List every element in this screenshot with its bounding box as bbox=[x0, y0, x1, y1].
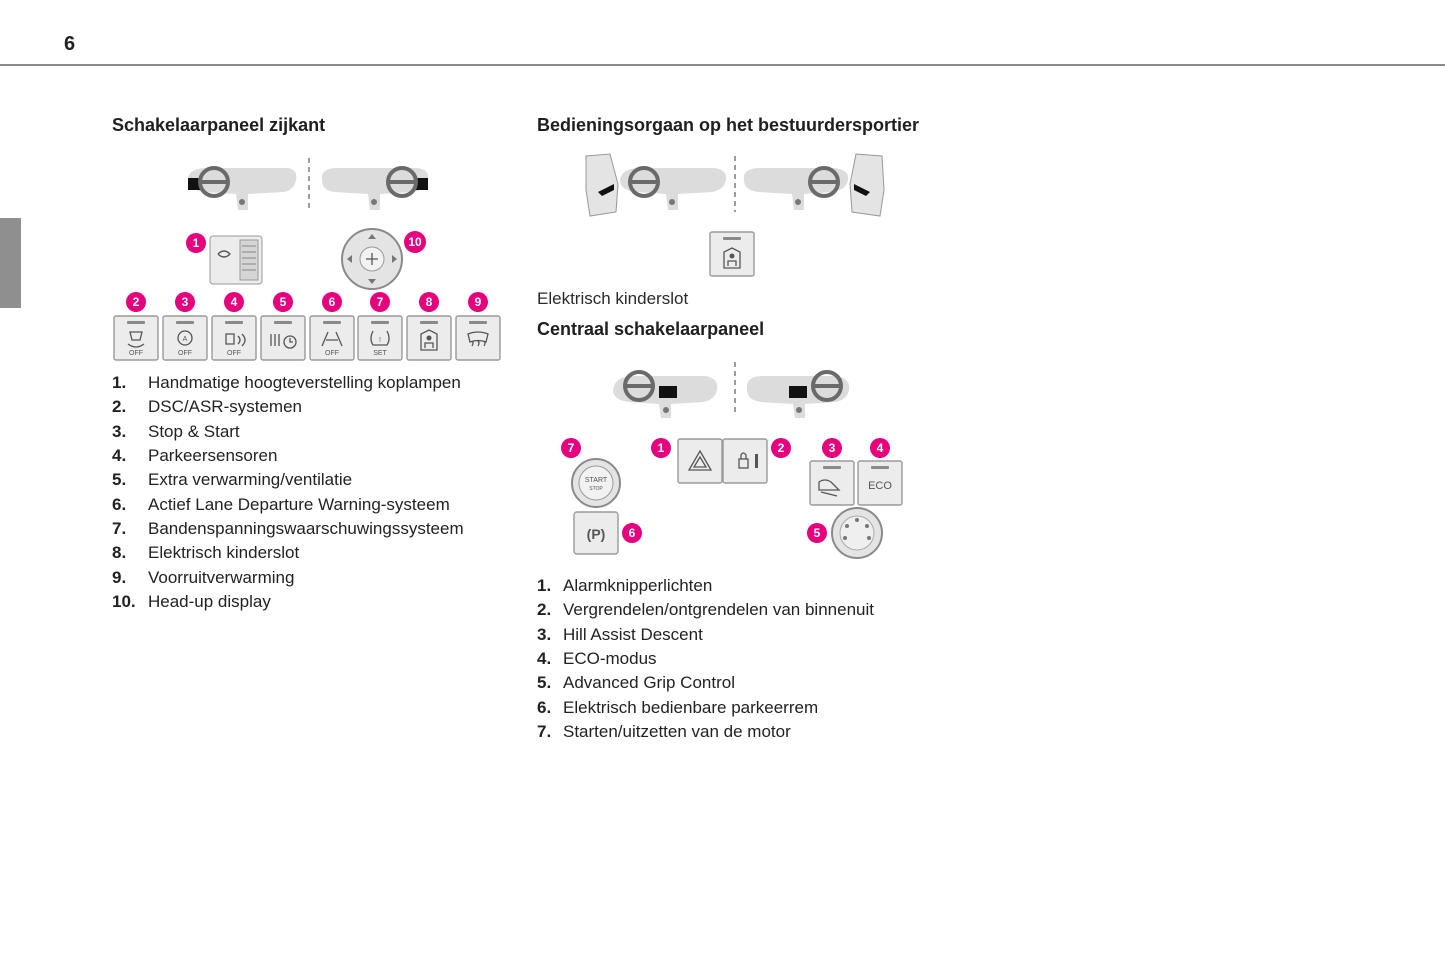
callout-4: 4 bbox=[224, 292, 244, 312]
dashboard-rhd-illustration bbox=[321, 166, 429, 210]
svg-text:!: ! bbox=[379, 337, 381, 344]
callout-2: 2 bbox=[771, 438, 791, 458]
list-item: 1.Alarmknipperlichten bbox=[537, 576, 713, 596]
list-item: 1.Handmatige hoogteverstelling koplampen bbox=[112, 373, 461, 393]
callout-7: 7 bbox=[370, 292, 390, 312]
central-panel-heading: Centraal schakelaarpaneel bbox=[537, 319, 765, 339]
list-item: 5.Advanced Grip Control bbox=[537, 673, 735, 693]
svg-text:6: 6 bbox=[629, 526, 636, 540]
door-child-lock-button bbox=[709, 231, 755, 277]
callout-3: 3 bbox=[175, 292, 195, 312]
callout-6: 6 bbox=[322, 292, 342, 312]
list-item: 10.Head-up display bbox=[112, 591, 271, 611]
svg-text:SET: SET bbox=[373, 350, 387, 357]
central-panel-legend: 1.Alarmknipperlichten 2.Vergrendelen/ont… bbox=[537, 574, 957, 744]
svg-text:1: 1 bbox=[658, 441, 665, 455]
headlamp-adjuster-illustration bbox=[209, 235, 263, 285]
side-panel-legend: 1.Handmatige hoogteverstelling koplampen… bbox=[112, 371, 512, 614]
svg-text:7: 7 bbox=[568, 441, 575, 455]
central-dashboard-lhd-illustration bbox=[613, 370, 718, 418]
svg-text:3: 3 bbox=[829, 441, 836, 455]
central-dashboard-rhd-illustration bbox=[746, 370, 850, 418]
list-item: 6.Elektrisch bedienbare parkeerrem bbox=[537, 697, 819, 717]
switch-dsc-button: OFF bbox=[113, 315, 159, 361]
svg-text:OFF: OFF bbox=[129, 350, 143, 357]
start-stop-button-illustration: START STOP bbox=[571, 458, 621, 508]
list-item: 4.Parkeersensoren bbox=[112, 446, 278, 466]
header-rule bbox=[0, 64, 1445, 66]
central-panel-figure: 7 START STOP (P) 6 1 2 3 4 ECO 5 bbox=[561, 362, 903, 559]
svg-text:6: 6 bbox=[329, 295, 336, 309]
callout-9: 9 bbox=[468, 292, 488, 312]
svg-text:7: 7 bbox=[377, 295, 384, 309]
parking-brake-illustration: (P) bbox=[573, 511, 619, 555]
list-item: 9.Voorruitverwarming bbox=[112, 567, 295, 587]
list-item: 3.Hill Assist Descent bbox=[537, 624, 703, 644]
svg-text:OFF: OFF bbox=[325, 350, 339, 357]
list-item: 7.Bandenspanningswaarschuwingssysteem bbox=[112, 518, 464, 538]
hill-descent-button-illustration bbox=[809, 460, 855, 506]
svg-text:8: 8 bbox=[426, 295, 433, 309]
svg-text:5: 5 bbox=[280, 295, 287, 309]
switch-child-lock-button bbox=[406, 315, 452, 361]
callout-4: 4 bbox=[870, 438, 890, 458]
list-item: 8.Elektrisch kinderslot bbox=[112, 543, 300, 563]
eco-button-illustration: ECO bbox=[857, 460, 903, 506]
svg-text:4: 4 bbox=[231, 295, 238, 309]
page-number: 6 bbox=[64, 33, 76, 55]
list-item: 7.Starten/uitzetten van de motor bbox=[537, 721, 791, 741]
hazard-lights-button-illustration bbox=[677, 438, 723, 484]
callout-7: 7 bbox=[561, 438, 581, 458]
list-item: 4.ECO-modus bbox=[537, 649, 657, 669]
central-locking-button-illustration bbox=[722, 438, 768, 484]
door-control-figure bbox=[585, 153, 885, 277]
callout-1: 1 bbox=[651, 438, 671, 458]
svg-text:START: START bbox=[585, 477, 608, 484]
side-panel-figure: 1 10 2 3 4 5 6 7 8 9 OFF A OFF OFF OFF bbox=[113, 158, 501, 361]
switch-heating-button bbox=[260, 315, 306, 361]
dashboard-lhd-illustration bbox=[188, 166, 297, 210]
callout-8: 8 bbox=[419, 292, 439, 312]
grip-control-dial-illustration bbox=[831, 507, 883, 559]
callout-3: 3 bbox=[822, 438, 842, 458]
callout-6: 6 bbox=[622, 523, 642, 543]
svg-text:5: 5 bbox=[814, 526, 821, 540]
svg-text:2: 2 bbox=[778, 441, 785, 455]
callout-2: 2 bbox=[126, 292, 146, 312]
svg-text:OFF: OFF bbox=[227, 350, 241, 357]
svg-text:A: A bbox=[183, 336, 188, 343]
svg-text:1: 1 bbox=[193, 236, 200, 250]
list-item: 3.Stop & Start bbox=[112, 421, 240, 441]
svg-text:4: 4 bbox=[877, 441, 884, 455]
door-control-heading: Bedieningsorgaan op het bestuurdersporti… bbox=[537, 115, 920, 135]
chapter-tab bbox=[0, 218, 21, 308]
list-item: 5.Extra verwarming/ventilatie bbox=[112, 470, 353, 490]
svg-text:ECO: ECO bbox=[868, 480, 892, 492]
svg-text:OFF: OFF bbox=[178, 350, 192, 357]
door-lhd-illustration bbox=[585, 153, 727, 217]
door-control-caption: Elektrisch kinderslot bbox=[537, 289, 689, 308]
list-item: 6.Actief Lane Departure Warning-systeem bbox=[112, 494, 450, 514]
callout-10: 10 bbox=[404, 231, 426, 253]
switch-parking-sensors-button: OFF bbox=[211, 315, 257, 361]
switch-lane-departure-button: OFF bbox=[309, 315, 355, 361]
switch-stop-start-button: A OFF bbox=[162, 315, 208, 361]
callout-5: 5 bbox=[807, 523, 827, 543]
side-panel-heading: Schakelaarpaneel zijkant bbox=[112, 115, 326, 135]
svg-text:3: 3 bbox=[182, 295, 189, 309]
svg-text:2: 2 bbox=[133, 295, 140, 309]
hud-controller-illustration bbox=[341, 228, 403, 290]
switch-tyre-pressure-button: ! SET bbox=[357, 315, 403, 361]
svg-text:(P): (P) bbox=[587, 526, 606, 542]
switch-windscreen-heating-button bbox=[455, 315, 501, 361]
svg-text:10: 10 bbox=[408, 235, 422, 249]
svg-text:STOP: STOP bbox=[589, 486, 603, 492]
svg-text:9: 9 bbox=[475, 295, 482, 309]
list-item: 2.DSC/ASR-systemen bbox=[112, 397, 302, 417]
door-rhd-illustration bbox=[743, 153, 885, 217]
list-item: 2.Vergrendelen/ontgrendelen van binnenui… bbox=[537, 600, 874, 620]
callout-5: 5 bbox=[273, 292, 293, 312]
callout-1: 1 bbox=[186, 233, 206, 253]
